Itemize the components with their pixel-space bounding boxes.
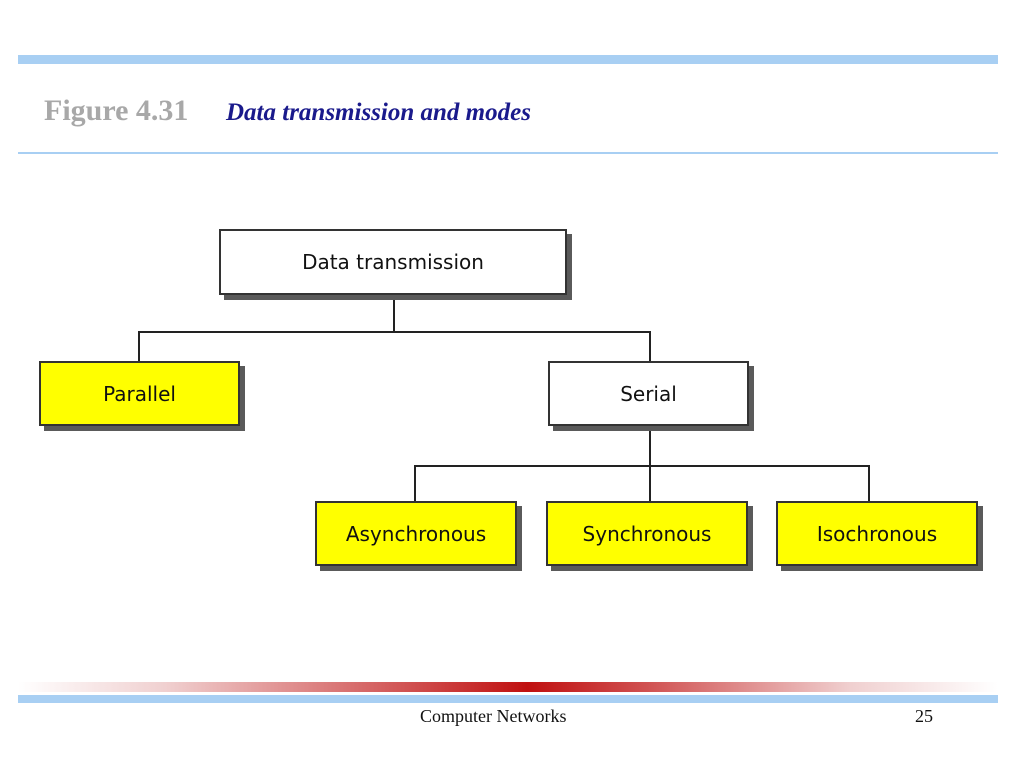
title-divider [18, 152, 998, 154]
connector-to-isochronous [868, 465, 870, 503]
connector-to-synchronous [649, 465, 651, 503]
connector-to-serial [649, 331, 651, 363]
connector-level2-horizontal [414, 465, 870, 467]
figure-title: Data transmission and modes [226, 99, 531, 126]
connector-to-parallel [138, 331, 140, 363]
node-parallel: Parallel [39, 361, 240, 426]
node-asynchronous: Asynchronous [315, 501, 517, 566]
node-synchronous: Synchronous [546, 501, 748, 566]
connector-root-down [393, 294, 395, 332]
page-number: 25 [915, 706, 933, 726]
footer-accent-band [18, 695, 998, 703]
figure-number: Figure 4.31 [44, 94, 189, 127]
node-serial: Serial [548, 361, 749, 426]
footer-gradient-band [18, 682, 998, 692]
top-accent-band [18, 55, 998, 64]
node-data-transmission: Data transmission [219, 229, 567, 295]
connector-level1-horizontal [138, 331, 651, 333]
connector-to-asynchronous [414, 465, 416, 503]
footer-course-title: Computer Networks [420, 706, 567, 726]
node-isochronous: Isochronous [776, 501, 978, 566]
connector-serial-down [649, 426, 651, 466]
